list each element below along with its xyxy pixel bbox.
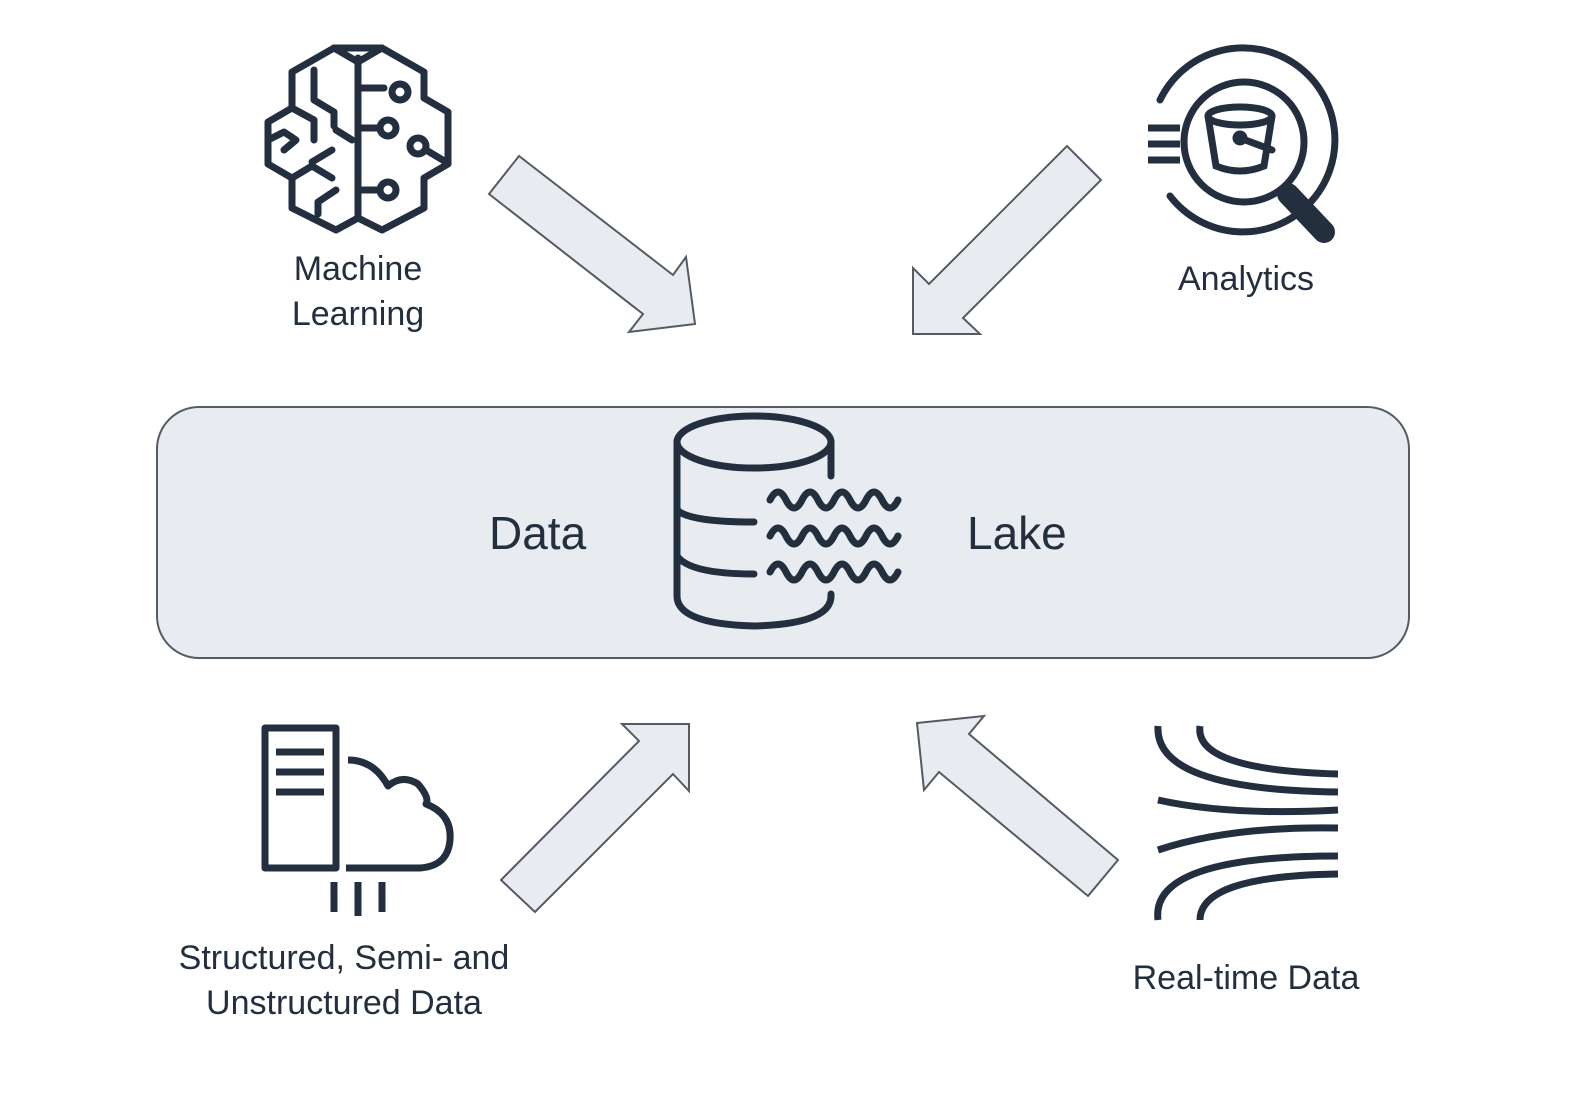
arrow-ml-to-lake — [487, 154, 697, 334]
database-waves-icon — [673, 412, 902, 630]
data-stream-icon — [1154, 725, 1339, 921]
machine-learning-label: Machine Learning — [238, 247, 478, 337]
realtime-label: Real-time Data — [1132, 959, 1360, 997]
machine-learning-label-line1: Machine — [293, 250, 423, 288]
server-cloud-icon — [261, 724, 454, 916]
sources-label-line1: Structured, Semi- and — [178, 939, 510, 977]
arrow-analytics-to-lake — [912, 144, 1103, 335]
sources-label: Structured, Semi- and Unstructured Data — [124, 936, 564, 1026]
data-lake-word-left: Data — [489, 507, 587, 559]
machine-learning-label-line2: Learning — [291, 295, 425, 333]
data-lake-word-right: Lake — [967, 507, 1067, 559]
bucket-magnifier-icon — [1148, 44, 1339, 243]
brain-circuit-icon — [264, 44, 452, 234]
sources-label-line2: Unstructured Data — [206, 984, 482, 1022]
analytics-label: Analytics — [1177, 260, 1315, 298]
arrow-realtime-to-lake — [915, 714, 1120, 898]
arrow-sources-to-lake — [499, 723, 690, 914]
